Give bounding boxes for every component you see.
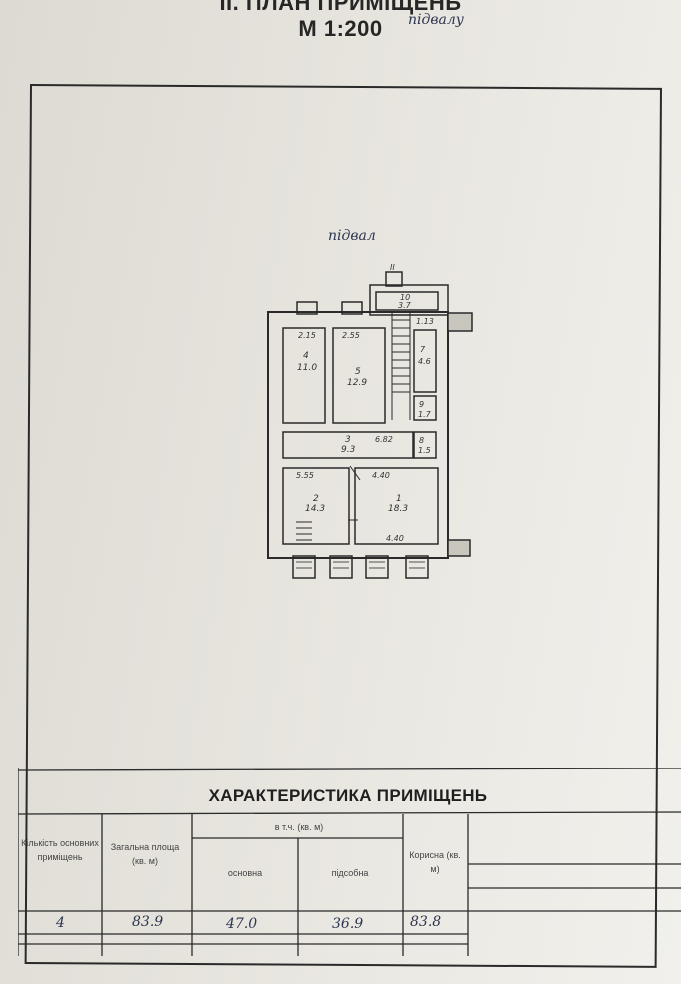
value-aux: 36.9 <box>332 916 364 932</box>
room-3 <box>282 431 414 459</box>
room-area: 12.9 <box>347 378 367 388</box>
room-2 <box>282 467 350 545</box>
room-number: II <box>390 263 395 272</box>
value-main: 47.0 <box>226 916 258 932</box>
col-header-main: основна <box>227 868 263 878</box>
value-useful: 83.8 <box>410 914 442 930</box>
col-header-aux: підсобна <box>331 868 369 878</box>
room-number: 2 <box>313 494 319 504</box>
col-header-count: Кількість основних приміщень <box>21 838 99 862</box>
page-title: II. ПЛАН ПРИМІЩЕНЬ <box>219 0 462 15</box>
room-number: 10 <box>400 293 410 302</box>
scale-handwritten-note: підвалу <box>408 12 464 28</box>
room-8 <box>413 431 437 459</box>
room-area: 1.5 <box>418 446 431 455</box>
plan-floor-label: підвал <box>328 228 376 244</box>
dim-label: 5.55 <box>296 471 314 480</box>
dim-label: 6.82 <box>375 435 393 444</box>
room-area: 14.3 <box>305 504 325 514</box>
dim-label: 1.13 <box>416 317 434 326</box>
room-area: 4.6 <box>418 357 431 366</box>
col-group-header: в т.ч. (кв. м) <box>274 822 324 832</box>
room-9 <box>413 395 437 421</box>
dim-label: 4.40 <box>386 534 404 543</box>
room-5 <box>332 327 386 424</box>
dim-label: 4.40 <box>372 471 390 480</box>
room-area: 1.7 <box>418 410 432 419</box>
value-total: 83.9 <box>132 914 164 930</box>
room-1 <box>354 467 439 545</box>
room-number: 1 <box>396 494 402 504</box>
room-4 <box>282 327 326 424</box>
scale-label: М 1:200 <box>298 16 383 41</box>
room-area: 18.3 <box>388 504 408 514</box>
col-header-total: Загальна площа (кв. м) <box>110 842 180 866</box>
col-header-useful: Корисна (кв. м) <box>409 850 461 874</box>
dim-label: 2.15 <box>298 331 316 340</box>
room-area: 9.3 <box>341 445 356 455</box>
room-number: 5 <box>355 367 361 377</box>
room-number: 4 <box>303 351 309 361</box>
room-10 <box>375 291 439 311</box>
room-number: 7 <box>420 345 426 354</box>
dim-label: 2.55 <box>342 331 360 340</box>
room-number: 3 <box>345 435 351 445</box>
room-7 <box>413 329 437 393</box>
room-number: 9 <box>419 400 424 409</box>
value-count: 4 <box>56 915 65 931</box>
table-title: ХАРАКТЕРИСТИКА ПРИМІЩЕНЬ <box>208 786 488 805</box>
room-area: 3.7 <box>398 301 412 310</box>
characteristics-table <box>18 768 681 956</box>
room-number: 8 <box>419 436 424 445</box>
room-area: 11.0 <box>297 363 317 373</box>
